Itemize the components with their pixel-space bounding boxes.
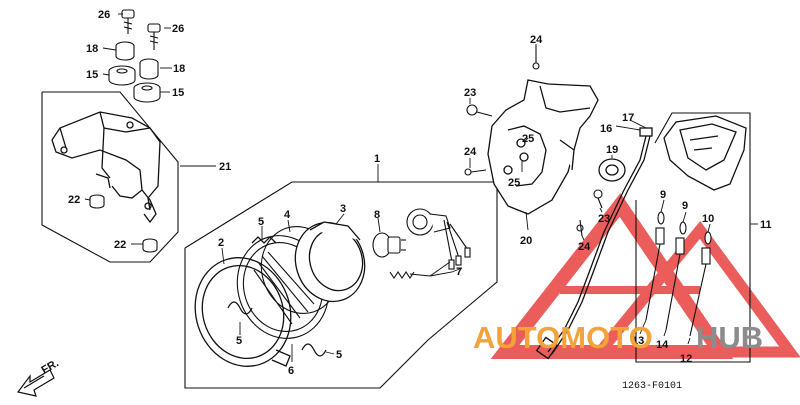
bulb-socket-13 — [645, 227, 665, 321]
watermark-text: AUTOMOTO HUB — [473, 320, 763, 355]
front-direction-label: FR. — [40, 357, 61, 376]
screw-26-right — [147, 23, 161, 50]
screw-24-mid — [464, 168, 487, 176]
callout-4: 4 — [284, 209, 291, 221]
clip-5-middle — [227, 301, 253, 315]
callout-8: 8 — [374, 209, 380, 221]
callout-2: 2 — [218, 237, 224, 249]
screw-23-right — [593, 189, 603, 209]
callout-21: 21 — [219, 161, 231, 173]
callout-5-lower: 5 — [336, 349, 342, 361]
callout-22-lower: 22 — [114, 239, 126, 251]
callout-15-right: 15 — [172, 87, 184, 99]
callout-9-right: 9 — [682, 200, 688, 212]
headlight-lens-unit — [236, 235, 330, 339]
bracket-frame — [41, 91, 179, 263]
callout-5-upper: 5 — [258, 216, 264, 228]
callout-5-middle: 5 — [236, 335, 242, 347]
bulb-socket-12 — [689, 247, 711, 337]
headlight-bulb-8 — [372, 232, 406, 258]
bulb-10 — [704, 231, 712, 245]
headlight-bracket-21 — [51, 111, 161, 224]
meter-unit — [663, 115, 747, 191]
callout-3: 3 — [340, 203, 346, 215]
callout-16: 16 — [600, 123, 612, 135]
headlight-assembly-frame — [184, 181, 498, 389]
callout-7: 7 — [456, 266, 462, 278]
callout-23-left: 23 — [464, 87, 476, 99]
callout-19: 19 — [606, 144, 618, 156]
watermark-text-hub: HUB — [696, 320, 763, 355]
callout-15-left: 15 — [86, 69, 98, 81]
nut-22-lower — [142, 238, 158, 253]
grommet-19 — [598, 158, 626, 182]
spring-7 — [389, 271, 415, 279]
leader-lines — [84, 13, 758, 362]
callout-26-right: 26 — [172, 23, 184, 35]
front-direction-arrow — [16, 369, 55, 397]
clip-5-upper — [251, 236, 277, 244]
grommet-15-right — [133, 82, 161, 103]
callout-labels: 26 26 18 18 15 15 21 22 22 1 2 3 4 5 5 5… — [68, 9, 772, 377]
callout-18-left: 18 — [86, 43, 98, 55]
clip-5-lower — [301, 343, 327, 357]
collar-18-right — [139, 58, 159, 80]
headlight-rim-2 — [194, 257, 292, 367]
callout-24-lower: 24 — [578, 241, 591, 253]
callout-10: 10 — [702, 213, 714, 225]
callout-25-lower: 25 — [508, 177, 520, 189]
screw-24-top — [532, 46, 540, 70]
callout-23-right: 23 — [598, 213, 610, 225]
meter-assembly-frame — [635, 112, 751, 363]
nut-22-upper — [89, 194, 105, 209]
bulb-socket-14 — [665, 237, 685, 331]
watermark-text-automoto: AUTOMOTO — [473, 320, 653, 355]
screw-23-left — [466, 104, 493, 117]
callout-26-left: 26 — [98, 9, 110, 21]
screw-24-lower — [576, 219, 584, 237]
bulb-socket-harness-7 — [406, 208, 471, 270]
diagram-code: 1263-F0101 — [622, 381, 682, 392]
collar-18-left — [115, 41, 135, 61]
callout-25-upper: 25 — [522, 133, 534, 145]
callout-20: 20 — [520, 235, 532, 247]
callout-6: 6 — [288, 365, 294, 377]
callout-11: 11 — [760, 219, 772, 231]
callout-14: 14 — [656, 339, 669, 351]
callout-9-left: 9 — [660, 189, 666, 201]
bulb-9-right — [679, 221, 687, 235]
callout-1: 1 — [374, 153, 380, 165]
callout-13: 13 — [632, 335, 644, 347]
headlight-case-20 — [487, 79, 599, 215]
screw-26-left — [121, 9, 135, 34]
callout-24-mid: 24 — [464, 146, 477, 158]
grommet-15-left — [108, 65, 136, 86]
callout-12: 12 — [680, 353, 692, 365]
callout-17: 17 — [622, 112, 634, 124]
bulb-9-left — [657, 211, 665, 225]
callout-18-right: 18 — [173, 63, 185, 75]
callout-24-top: 24 — [530, 34, 543, 46]
callout-22-upper: 22 — [68, 194, 80, 206]
watermark-logo — [490, 193, 800, 359]
headlight-case-3 — [294, 221, 366, 303]
